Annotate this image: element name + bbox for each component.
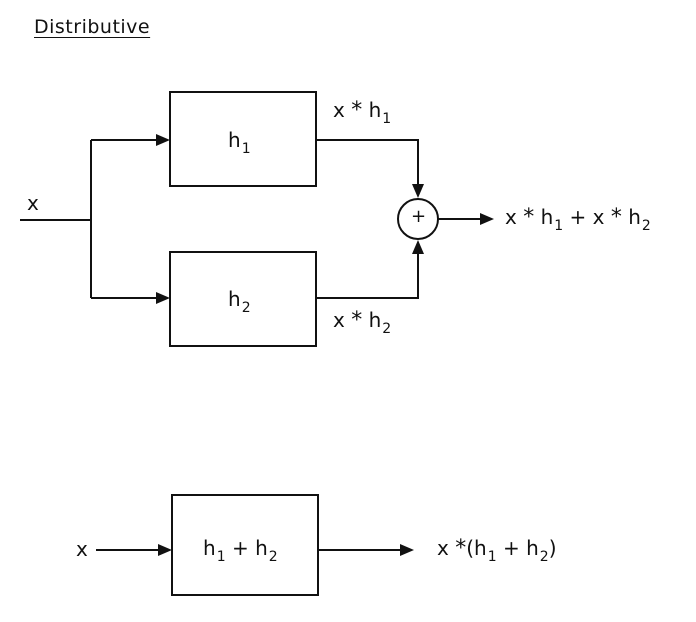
path1-label: x * h1 — [333, 98, 391, 127]
bottom-output-base1: h — [474, 536, 487, 560]
box1-base: h — [228, 128, 241, 152]
top-output-label: x * h1 + x * h2 — [505, 205, 651, 234]
path2-base: h — [368, 308, 382, 332]
box1-label: h1 — [228, 128, 251, 156]
adder-output-arrowhead — [480, 213, 494, 225]
bottom-output-close: ) — [548, 536, 557, 560]
path2-sub: 2 — [382, 321, 392, 337]
top-output-base2: h — [628, 205, 641, 229]
bottom-box-base1: h — [203, 536, 216, 560]
top-output-sub2: 2 — [641, 218, 651, 234]
box2-sub: 2 — [241, 300, 251, 316]
path1-base: h — [368, 98, 382, 122]
path1-line — [316, 139, 419, 186]
path1-op: * — [351, 98, 363, 123]
top-output-base1: h — [540, 205, 554, 229]
box-h1-plus-h2 — [171, 494, 319, 596]
path1-arrowhead — [412, 184, 424, 198]
bottom-output-open: ( — [466, 536, 475, 560]
branch1-arrowhead — [156, 134, 170, 146]
bottom-box-label: h1 + h2 — [203, 536, 278, 564]
bottom-output-arrowhead — [400, 544, 414, 556]
path2-var: x — [333, 308, 345, 332]
bottom-input-arrowhead — [158, 544, 172, 556]
bottom-output-base2: h — [526, 536, 539, 560]
top-output-op1: * — [523, 205, 535, 230]
top-output-op2: * — [610, 205, 622, 230]
bottom-output-label: x *(h1 + h2) — [437, 536, 557, 565]
top-output-sub1: 1 — [554, 218, 564, 234]
bottom-box-sub2: 2 — [268, 549, 278, 565]
diagram-title: Distributive — [34, 16, 151, 38]
path2-label: x * h2 — [333, 308, 391, 337]
bottom-output-op: * — [455, 536, 467, 561]
box2-base: h — [228, 287, 241, 311]
path2-line — [316, 254, 419, 299]
top-output-var2: x — [592, 205, 605, 229]
adder-symbol: + — [411, 206, 427, 227]
bottom-input-label: x — [76, 537, 88, 561]
box1-sub: 1 — [241, 141, 251, 157]
branch2-arrowhead — [156, 292, 170, 304]
bottom-box-sub1: 1 — [216, 549, 226, 565]
path1-sub: 1 — [382, 111, 392, 127]
bottom-output-sub1: 1 — [487, 549, 497, 565]
top-input-label: x — [27, 191, 39, 215]
path2-op: * — [351, 308, 363, 333]
bottom-output-var: x — [437, 536, 449, 560]
bottom-output-sub2: 2 — [539, 549, 549, 565]
bottom-output-plus: + — [502, 536, 520, 560]
bottom-box-base2: h — [255, 536, 268, 560]
bottom-box-plus: + — [231, 536, 249, 560]
top-output-plus: + — [569, 205, 587, 229]
path1-var: x — [333, 98, 345, 122]
top-output-var1: x — [505, 205, 517, 229]
box2-label: h2 — [228, 287, 251, 315]
path2-arrowhead — [412, 240, 424, 254]
